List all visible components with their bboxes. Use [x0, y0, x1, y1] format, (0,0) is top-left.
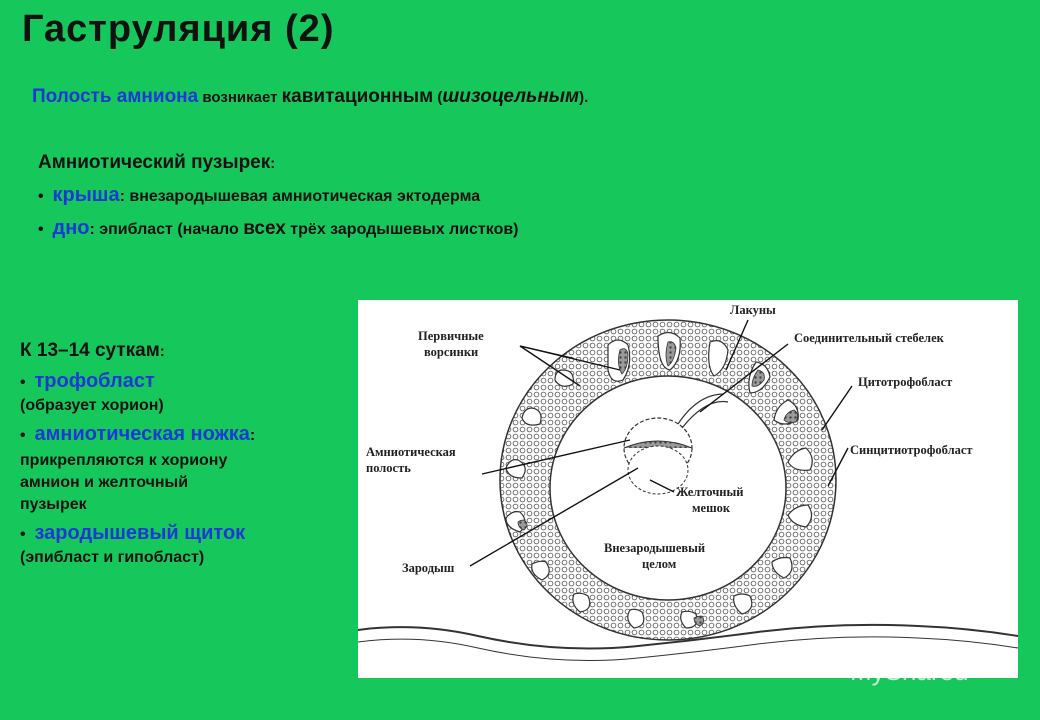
label-cytotroph: Цитотрофобласт — [858, 375, 952, 389]
amnio-heading-colon: : — [270, 155, 276, 172]
days-heading-colon: : — [159, 343, 165, 360]
amnio-floor: • дно: эпибласт (начало всех трёх зароды… — [38, 217, 519, 239]
intro-amnion-cavity: Полость амниона — [32, 86, 199, 107]
intro-paren-open: ( — [433, 89, 443, 106]
floor-text1: : эпибласт (начало — [89, 221, 244, 238]
amnio-block: Амниотический пузырек: • крыша: внезарод… — [38, 152, 519, 240]
days-item-stalk: • амниотическая ножка: — [20, 423, 256, 445]
uterine-wall — [357, 623, 1019, 650]
stalk-colon: : — [249, 427, 256, 444]
intro-schizocoel: шизоцельным — [442, 86, 580, 107]
label-yolk-2: мешок — [692, 501, 731, 515]
floor-all: всех — [243, 218, 286, 239]
label-coelom-2: целом — [642, 557, 677, 571]
label-lacunae: Лакуны — [730, 303, 776, 317]
label-amnio-cavity-1: Амниотическая — [366, 445, 456, 459]
amnio-heading-text: Амниотический пузырек — [38, 152, 271, 173]
label-amnio-cavity-2: полость — [366, 461, 411, 475]
roof-text: : внезародышевая амниотическая эктодерма — [119, 188, 481, 205]
amnio-roof: • крыша: внезародышевая амниотическая эк… — [38, 184, 481, 206]
intro-line: Полость амниона возникает кавитационным … — [32, 86, 588, 108]
watermark: MyShared — [850, 656, 969, 686]
amnio-heading: Амниотический пузырек: — [38, 152, 519, 174]
days-heading-text: К 13–14 суткам — [20, 340, 160, 361]
stalk-sub-3: пузырек — [20, 496, 87, 513]
page-title: Гаструляция (2) — [22, 8, 335, 50]
shield-key: зародышевый щиток — [34, 522, 246, 544]
days-block: К 13–14 суткам: • трофобласт (образует х… — [20, 340, 350, 567]
days-item-shield: • зародышевый щиток — [20, 522, 246, 544]
embryo-diagram: Первичные ворсинки Лакуны Соединительный… — [357, 300, 1019, 678]
label-stalk: Соединительный стебелек — [794, 331, 945, 345]
floor-text2: трёх зародышевых листков) — [285, 221, 519, 238]
days-heading: К 13–14 суткам: — [20, 340, 350, 362]
intro-paren-close: ). — [579, 89, 589, 106]
stalk-sub: прикрепляются к хориону амнион и желточн… — [20, 450, 350, 516]
diagram-svg: Первичные ворсинки Лакуны Соединительный… — [357, 303, 1019, 661]
roof-key: крыша — [52, 184, 120, 206]
label-primary-villi-2: ворсинки — [424, 345, 478, 359]
label-embryo: Зародыш — [402, 561, 455, 575]
stalk-sub-1: прикрепляются к хориону — [20, 452, 228, 469]
floor-key: дно — [52, 217, 90, 239]
stalk-sub-2: амнион и желточный — [20, 474, 189, 491]
label-coelom-1: Внезародышевый — [604, 541, 705, 555]
intro-cavitational: кавитационным — [281, 86, 434, 107]
trophoblast-key: трофобласт — [34, 370, 155, 392]
leader-lines — [469, 319, 853, 567]
label-syncytio: Синцитиотрофобласт — [850, 443, 973, 457]
trophoblast-sub: (образует хорион) — [20, 397, 164, 414]
label-yolk-1: Желточный — [676, 485, 743, 499]
days-item-trophoblast: • трофобласт — [20, 370, 155, 392]
lacunae — [505, 331, 813, 629]
uterine-wall-inner — [357, 636, 1019, 661]
intro-arises: возникает — [198, 89, 282, 106]
syncytio-patches — [517, 341, 798, 627]
stalk-key: амниотическая ножка — [34, 423, 250, 445]
amnion-yolk — [623, 393, 729, 495]
label-primary-villi-1: Первичные — [418, 329, 484, 343]
shield-sub: (эпибласт и гипобласт) — [20, 549, 205, 566]
